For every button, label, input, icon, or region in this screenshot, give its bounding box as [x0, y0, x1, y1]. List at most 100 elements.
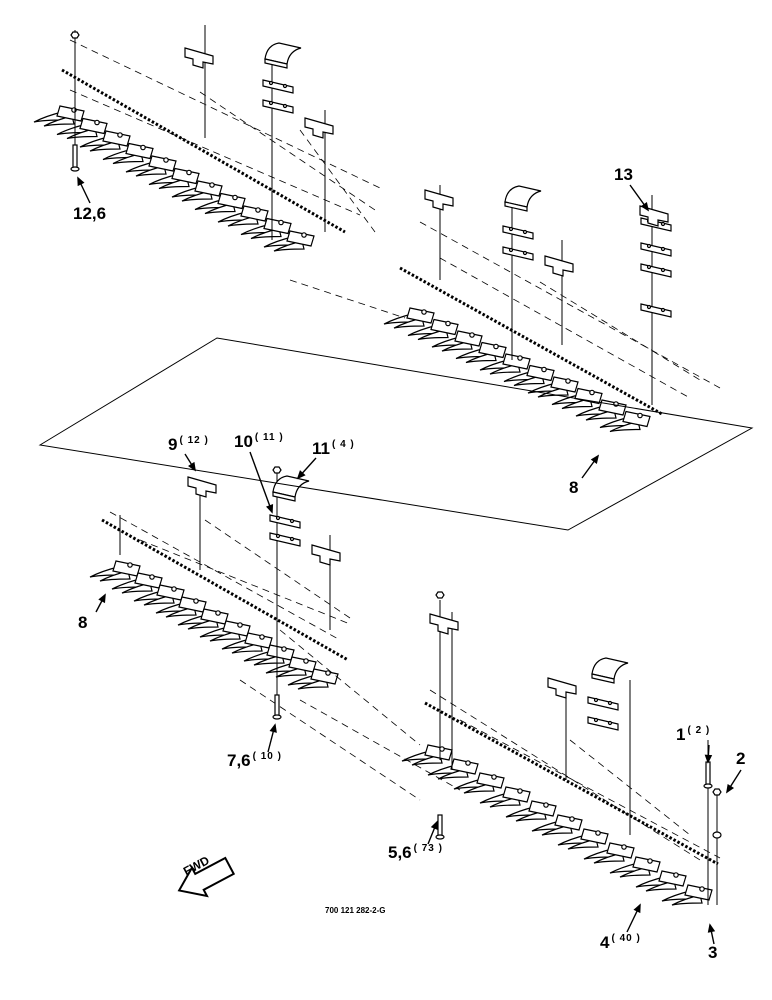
callout-number: 7,6 — [227, 751, 251, 770]
guard-section — [89, 560, 141, 582]
callout-number: 13 — [614, 165, 633, 184]
guard-section — [551, 387, 603, 410]
guard-section — [263, 230, 315, 252]
hold-down-clip — [429, 613, 459, 635]
fwd-arrow-icon — [177, 856, 236, 898]
callout-number: 10 — [234, 432, 253, 451]
callout-13: 13 — [614, 166, 633, 183]
shim-plate — [262, 99, 294, 114]
callout-number: 3 — [708, 943, 718, 962]
guard-section — [557, 828, 609, 850]
separator-panel — [38, 337, 754, 531]
hold-down-clip — [184, 47, 214, 69]
callout-number: 9 — [168, 435, 178, 454]
bolt — [70, 144, 80, 172]
shim-plate — [640, 242, 672, 257]
guard-section — [599, 410, 651, 433]
guard-section — [171, 180, 223, 202]
guard-section — [194, 192, 246, 215]
guard-section — [79, 130, 131, 152]
callout-number: 5,6 — [388, 843, 412, 862]
hold-down-clip — [639, 205, 669, 227]
guard-section — [240, 217, 292, 240]
guard-section — [125, 155, 177, 177]
callout-quantity: ( 12 ) — [179, 435, 209, 446]
callout-number: 8 — [78, 613, 88, 632]
hardware — [70, 31, 722, 840]
callout-8-lower: 8 — [78, 614, 87, 631]
callout-number: 8 — [569, 478, 579, 497]
guard-section — [148, 167, 200, 190]
guard-section — [221, 632, 273, 654]
wear-cap — [591, 657, 629, 684]
callout-quantity: ( 4 ) — [331, 439, 355, 450]
guard-section — [661, 884, 713, 906]
shim-plate — [262, 79, 294, 94]
callout-quantity: ( 73 ) — [413, 843, 443, 854]
guard-section — [407, 318, 459, 341]
hold-down-clip — [547, 677, 577, 699]
guard-section — [455, 341, 507, 364]
callout-number: 12,6 — [73, 204, 107, 223]
callout-11: 11( 4 ) — [312, 439, 355, 458]
callout-quantity: ( 11 ) — [254, 432, 284, 443]
callout-quantity: ( 2 ) — [687, 725, 711, 736]
guard-section — [479, 786, 531, 808]
guard-section — [217, 205, 269, 227]
guard-section — [111, 572, 163, 594]
part-number: 700 121 282-2-G — [325, 906, 386, 915]
guard-section — [155, 596, 207, 618]
assembly-lines — [74, 25, 718, 905]
nut — [712, 788, 722, 796]
hold-down-clip — [424, 189, 454, 211]
guard-section — [583, 842, 635, 864]
guard-section — [431, 330, 483, 352]
shim-plate — [640, 303, 672, 318]
shim-plate — [587, 696, 619, 711]
hidden-lines — [69, 39, 721, 861]
guard-assemblies — [33, 105, 713, 906]
callout-number: 1 — [676, 725, 686, 744]
guard-section — [479, 353, 531, 375]
section-dashes — [61, 68, 719, 866]
guard-section — [531, 814, 583, 836]
guard-section — [503, 364, 555, 387]
shim-plate — [587, 716, 619, 731]
shim-plate — [269, 532, 301, 547]
guard-section — [505, 800, 557, 822]
washer — [712, 831, 722, 839]
callout-number: 4 — [600, 933, 610, 952]
guard-section — [453, 772, 505, 794]
nut — [70, 31, 80, 39]
nut — [272, 466, 282, 474]
hold-down-clip — [311, 544, 341, 566]
guard-section — [102, 142, 154, 165]
callout-3: 3 — [708, 944, 717, 961]
guard-section — [575, 399, 627, 421]
callout-4: 4( 40 ) — [600, 933, 641, 952]
callout-arrows — [77, 176, 742, 945]
callout-9: 9( 12 ) — [168, 435, 209, 454]
guard-section — [635, 870, 687, 892]
bolt — [435, 814, 445, 840]
bolt — [272, 694, 282, 720]
callout-2: 2 — [736, 750, 745, 767]
guard-section — [401, 744, 453, 766]
callout-number: 2 — [736, 749, 746, 768]
guard-section — [609, 856, 661, 878]
hold-down-clip — [187, 476, 217, 498]
callout-number: 11 — [312, 439, 330, 458]
bolt — [703, 761, 713, 789]
shim-plate — [502, 225, 534, 240]
callout-quantity: ( 40 ) — [611, 933, 641, 944]
guard-section — [265, 656, 317, 678]
hold-down-clip — [304, 117, 334, 139]
shim-plate — [502, 246, 534, 261]
shim-plate — [640, 263, 672, 278]
callout-8-upper: 8 — [569, 479, 578, 496]
hold-down-clip — [544, 255, 574, 277]
guard-section — [33, 105, 85, 127]
nut — [435, 591, 445, 599]
wear-cap — [272, 475, 310, 502]
